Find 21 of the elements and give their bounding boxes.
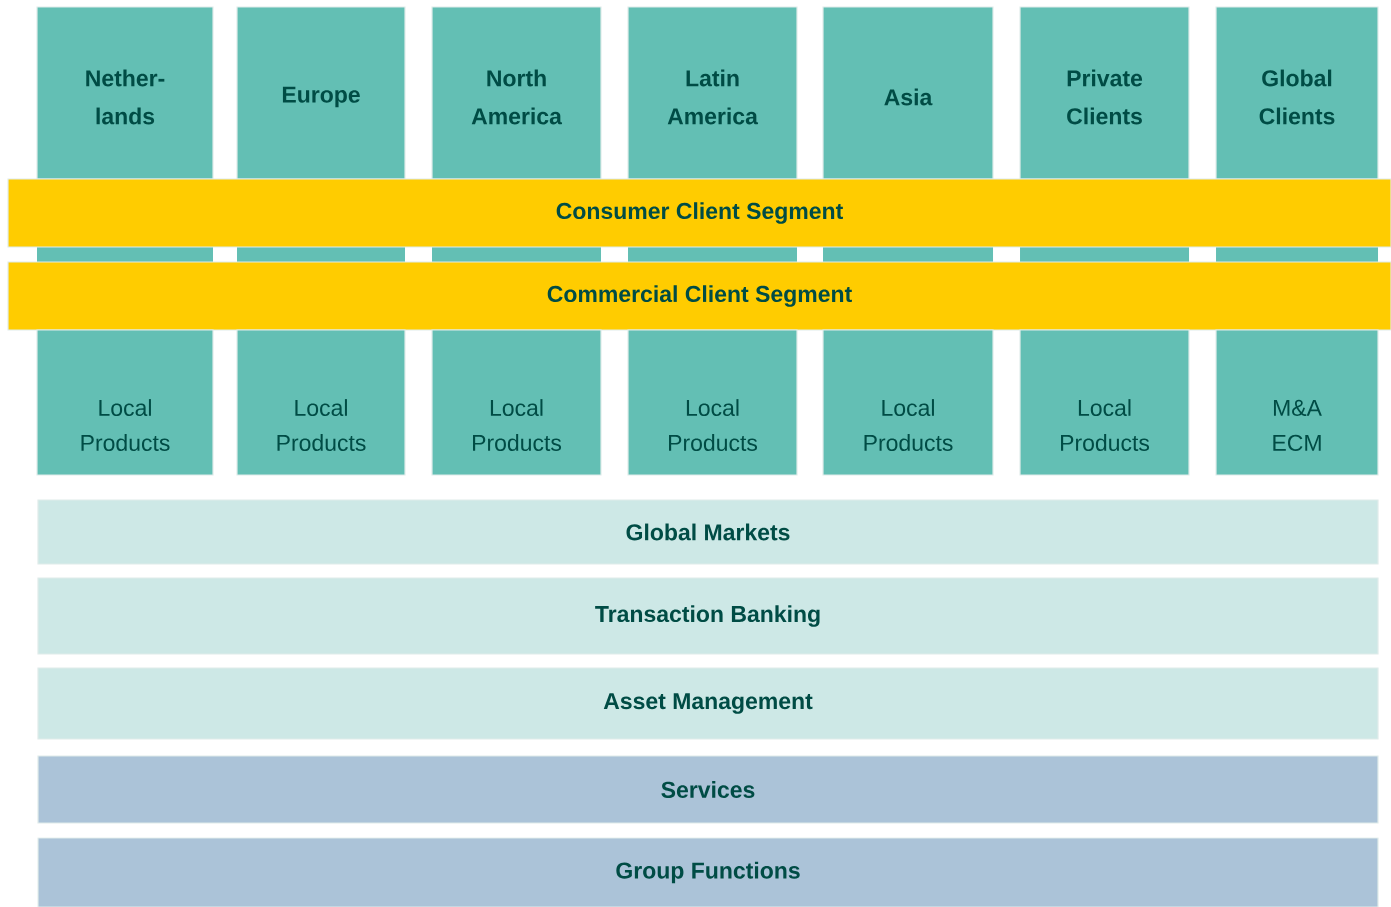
product-box: Local Products xyxy=(627,329,798,476)
product-box: Local Products xyxy=(36,329,214,476)
business-band: Global Markets xyxy=(37,499,1379,565)
column-header-box: Europe xyxy=(236,6,406,180)
column-header-box: Private Clients xyxy=(1019,6,1190,180)
support-band: Services xyxy=(37,755,1379,824)
column-header-box: North America xyxy=(431,6,602,180)
column-header-box: Nether-lands xyxy=(36,6,214,180)
business-band: Asset Management xyxy=(37,667,1379,740)
product-box: M&A ECM xyxy=(1215,329,1379,476)
product-box: Local Products xyxy=(431,329,602,476)
column-header-box: Latin America xyxy=(627,6,798,180)
product-box: Local Products xyxy=(236,329,406,476)
segment-band: Commercial Client Segment xyxy=(7,261,1391,331)
product-box: Local Products xyxy=(1019,329,1190,476)
product-box: Local Products xyxy=(822,329,994,476)
segment-band: Consumer Client Segment xyxy=(7,178,1391,248)
support-band: Group Functions xyxy=(37,837,1379,907)
column-header-box: Global Clients xyxy=(1215,6,1379,180)
business-band: Transaction Banking xyxy=(37,577,1379,655)
column-header-box: Asia xyxy=(822,6,994,180)
